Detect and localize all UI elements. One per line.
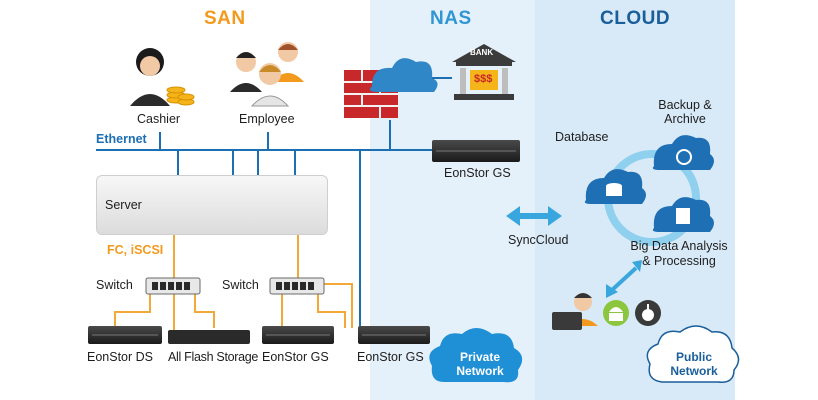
cloud-heading: CLOUD	[600, 8, 671, 29]
san-links	[114, 235, 353, 330]
private-badge-line2: Network	[456, 364, 504, 378]
public-network-badge: Public Network	[654, 350, 734, 378]
bank-dollar-sign: $$$	[474, 73, 493, 85]
client-link	[606, 260, 642, 298]
eonstor-gs-label-1: EonStor GS	[262, 350, 329, 364]
switch-label-right: Switch	[222, 278, 259, 292]
san-heading: SAN	[204, 8, 246, 29]
public-badge-line1: Public	[675, 350, 712, 364]
bigdata-label-line1: Big Data Analysis	[630, 239, 728, 253]
bank-icon	[452, 44, 516, 100]
private-network-badge-shape	[429, 328, 523, 383]
protocol-label: FC, iSCSI	[107, 243, 164, 257]
eonstor-gs-nas-label: EonStor GS	[444, 166, 511, 180]
user-icon	[552, 293, 598, 330]
cashier-label: Cashier	[137, 112, 181, 126]
eonstor-ds-label: EonStor DS	[87, 350, 154, 364]
eonstor-gs-label-2: EonStor GS	[357, 350, 424, 364]
backup-label-line2: Archive	[664, 112, 706, 126]
switch-devices	[145, 277, 325, 295]
ethernet-links	[96, 120, 432, 328]
android-icon	[603, 300, 629, 326]
bigdata-cloud-icon	[652, 197, 714, 232]
backup-label-line1: Backup &	[658, 98, 712, 112]
server-label: Server	[105, 198, 142, 212]
employee-icon	[230, 42, 304, 107]
bank-sign: BANK	[470, 48, 494, 57]
nas-heading: NAS	[430, 8, 472, 29]
public-badge-line2: Network	[670, 364, 718, 378]
server-group	[96, 175, 328, 235]
backup-cloud-icon	[652, 135, 714, 170]
private-network-badge: Private Network	[440, 350, 520, 378]
cloud-icon	[370, 58, 438, 92]
bigdata-label-line2: & Processing	[642, 254, 716, 268]
ethernet-label: Ethernet	[96, 132, 147, 146]
database-cloud-icon	[584, 169, 646, 204]
switch-label-left: Switch	[96, 278, 133, 292]
employee-label: Employee	[239, 112, 295, 126]
cashier-icon	[130, 48, 195, 106]
all-flash-storage-label: All Flash Storage	[168, 350, 259, 364]
synccloud-arrow-icon	[506, 206, 562, 226]
storage-arrays	[88, 140, 520, 344]
public-network-badge-shape	[646, 325, 740, 383]
private-badge-line1: Private	[459, 350, 501, 364]
apple-icon	[635, 300, 661, 326]
synccloud-label: SyncCloud	[508, 233, 569, 247]
database-label: Database	[555, 130, 609, 144]
